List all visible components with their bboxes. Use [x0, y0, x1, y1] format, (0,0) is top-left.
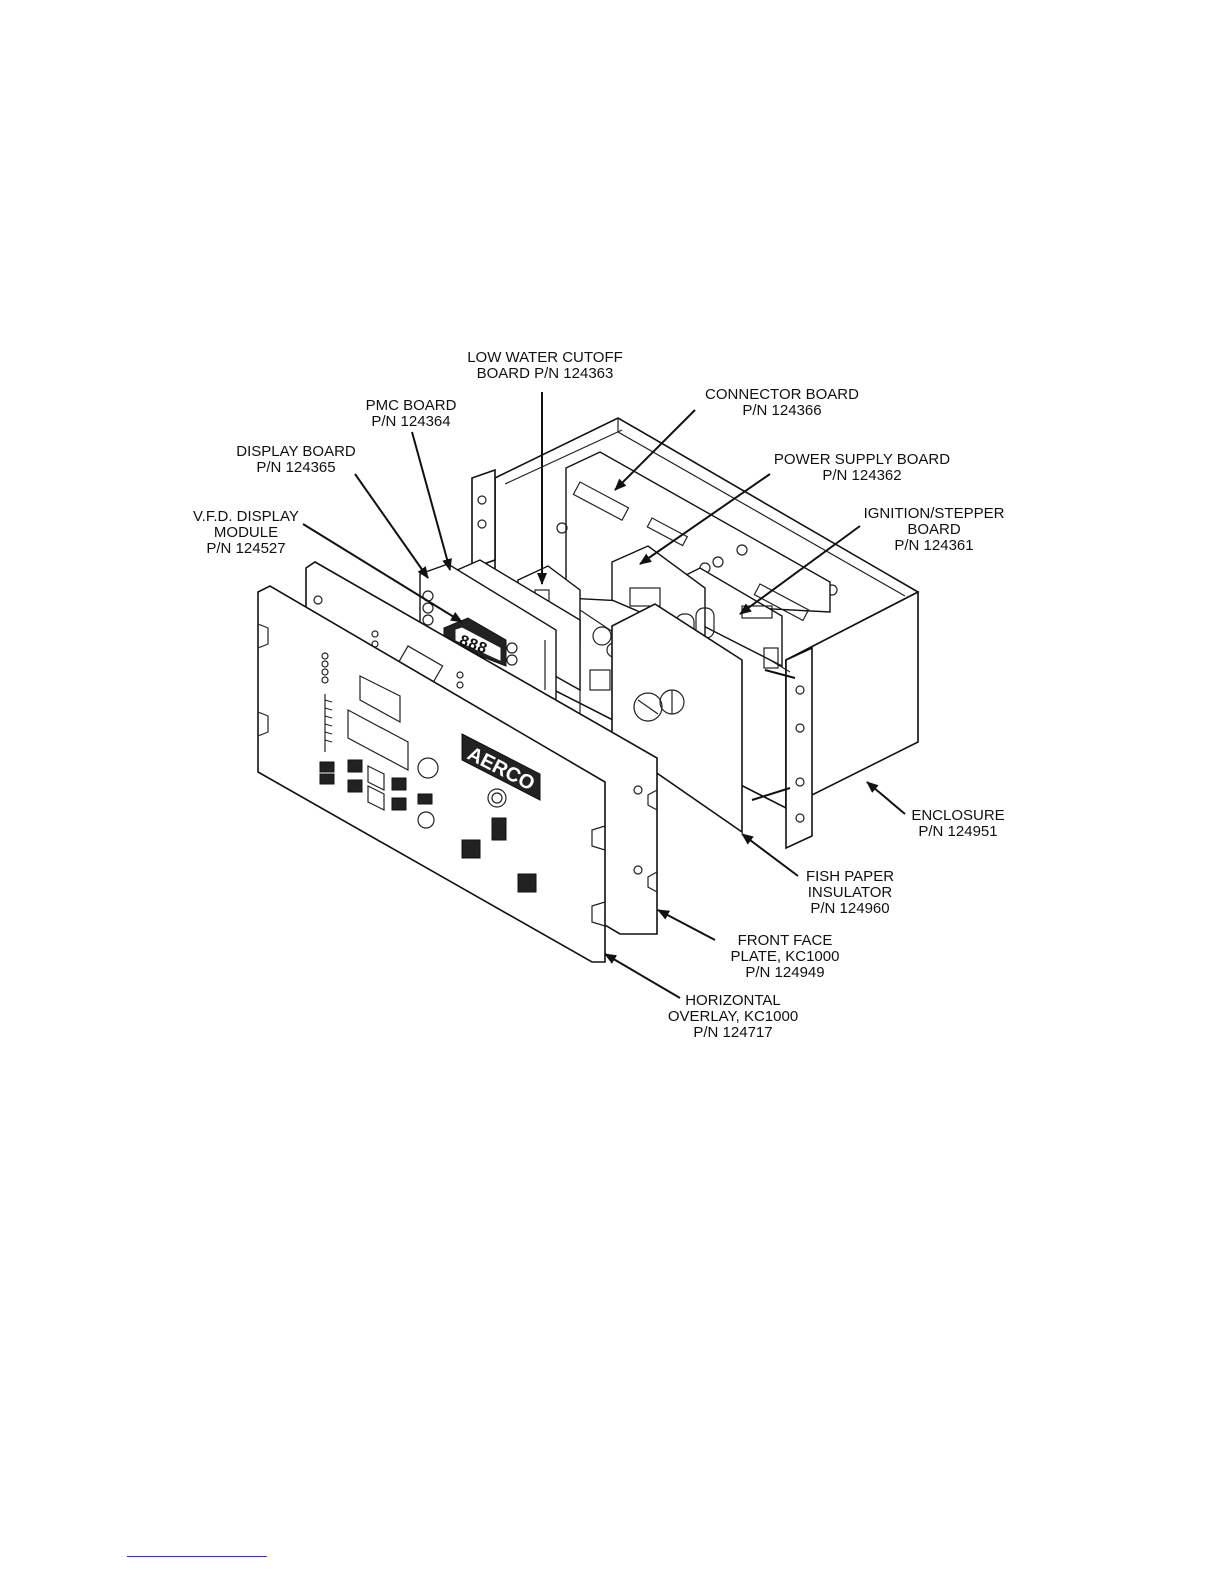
callout-pmc-board: PMC BOARD P/N 124364 [366, 397, 457, 430]
callout-line: MODULE [214, 524, 278, 541]
callout-vfd-display-module: V.F.D. DISPLAY MODULE P/N 124527 [193, 508, 299, 557]
callout-line: BOARD [907, 521, 961, 538]
power-supply-board [611, 545, 715, 651]
callout-line: IGNITION/STEPPER [864, 505, 1005, 522]
callout-line: P/N 124717 [693, 1024, 772, 1041]
callout-line: PMC BOARD [366, 397, 457, 414]
callout-line: BOARD P/N 124363 [477, 365, 614, 382]
callout-ignition-stepper-board: IGNITION/STEPPER BOARD P/N 124361 [864, 505, 1005, 554]
callout-line: HORIZONTAL [685, 992, 781, 1009]
callout-front-face-plate: FRONT FACE PLATE, KC1000 P/N 124949 [731, 932, 840, 981]
callout-display-board: DISPLAY BOARD P/N 124365 [236, 443, 356, 476]
callout-line: P/N 124960 [810, 900, 889, 917]
callout-line: P/N 124365 [256, 459, 335, 476]
callout-line: ENCLOSURE [911, 807, 1004, 824]
callout-connector-board: CONNECTOR BOARD P/N 124366 [705, 386, 859, 419]
fish-paper-insulator [611, 603, 796, 834]
callout-line: P/N 124364 [371, 413, 450, 430]
callout-line: P/N 124527 [206, 540, 285, 557]
callout-line: POWER SUPPLY BOARD [774, 451, 950, 468]
callout-line: P/N 124362 [822, 467, 901, 484]
callout-line: PLATE, KC1000 [731, 948, 840, 965]
callout-line: DISPLAY BOARD [236, 443, 356, 460]
callout-line: V.F.D. DISPLAY [193, 508, 299, 525]
callout-line: P/N 124949 [745, 964, 824, 981]
callout-line: P/N 124366 [742, 402, 821, 419]
leader-lines [302, 392, 906, 999]
callout-line: FRONT FACE [738, 932, 833, 949]
callout-line: P/N 124361 [894, 537, 973, 554]
callout-line: OVERLAY, KC1000 [668, 1008, 798, 1025]
callout-horizontal-overlay: HORIZONTAL OVERLAY, KC1000 P/N 124717 [668, 992, 798, 1041]
callout-fish-paper-insulator: FISH PAPER INSULATOR P/N 124960 [806, 868, 894, 917]
callout-line: INSULATOR [808, 884, 893, 901]
callout-line: CONNECTOR BOARD [705, 386, 859, 403]
callout-power-supply-board: POWER SUPPLY BOARD P/N 124362 [774, 451, 950, 484]
footer-rule [127, 1556, 267, 1557]
callout-line: FISH PAPER [806, 868, 894, 885]
callout-low-water-cutoff: LOW WATER CUTOFF BOARD P/N 124363 [467, 349, 623, 382]
callout-line: P/N 124951 [918, 823, 997, 840]
callout-enclosure: ENCLOSURE P/N 124951 [911, 807, 1004, 840]
callout-line: LOW WATER CUTOFF [467, 349, 623, 366]
